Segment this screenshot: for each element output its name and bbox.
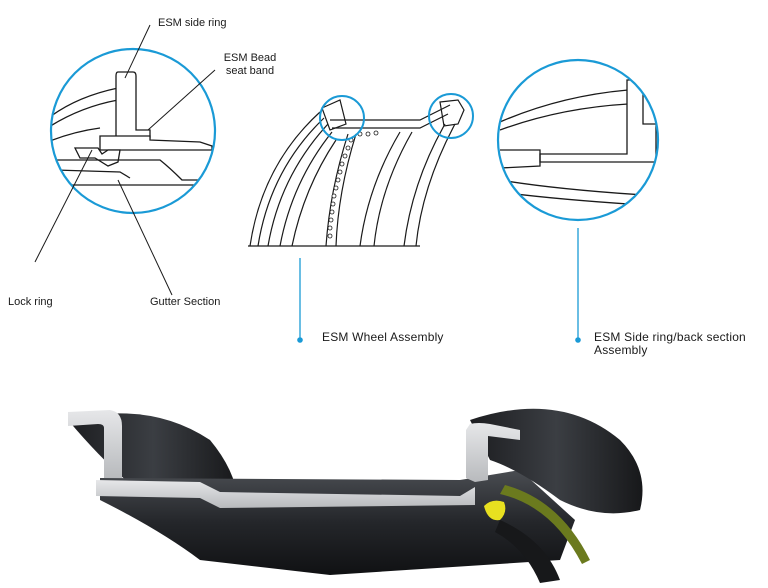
right-zoom-marker	[428, 93, 474, 139]
right-detail-view	[496, 58, 660, 222]
rim-cross-section-render	[68, 408, 643, 583]
label-bead-line2: seat band	[225, 65, 275, 77]
bead-seat-band-shape	[99, 135, 213, 151]
label-gutter-section: Gutter Section	[150, 296, 221, 308]
label-esm-bead-seat-band: ESM Bead seat band	[210, 52, 290, 78]
label-wheel-assembly: ESM Wheel Assembly	[322, 330, 444, 344]
lock-ring-yellow	[484, 500, 506, 521]
lock-ring-dots	[327, 130, 379, 239]
side-ring-assembly-dot	[575, 337, 581, 343]
left-zoom-marker	[319, 95, 365, 141]
left-callout-lines	[34, 24, 216, 296]
wheel-assembly-drawing	[248, 99, 465, 247]
label-side-ring-assembly: ESM Side ring/back section Assembly	[594, 331, 746, 357]
label-esm-side-ring: ESM side ring	[158, 17, 227, 29]
label-bead-line1: ESM Bead	[223, 52, 277, 64]
side-ring-shape	[115, 71, 151, 139]
label-lock-ring: Lock ring	[8, 296, 53, 308]
wheel-assembly-dot	[297, 337, 303, 343]
lock-ring-shape	[73, 147, 121, 167]
label-side-ring-line1: ESM Side ring/back section	[594, 330, 746, 344]
label-side-ring-line2: Assembly	[594, 343, 648, 357]
gutter-shape	[55, 159, 215, 181]
